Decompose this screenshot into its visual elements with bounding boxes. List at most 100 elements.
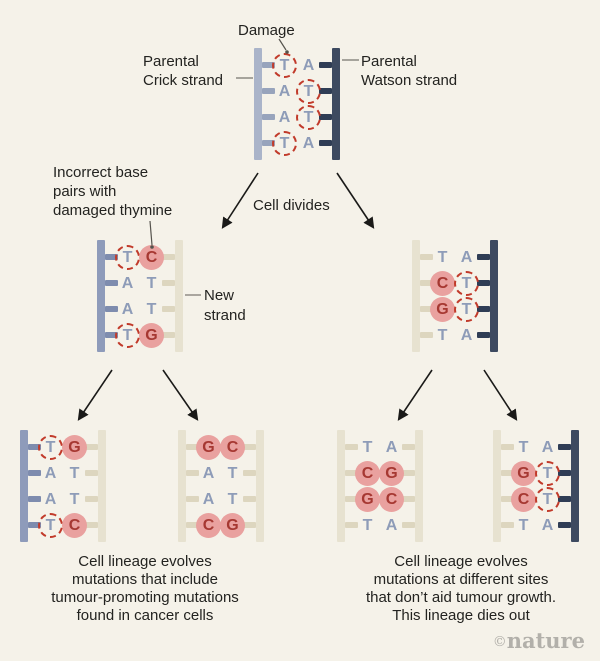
strand-bar-right-watson [490, 240, 498, 352]
mutant-base: G [62, 435, 87, 460]
rung-stub-right [319, 62, 332, 68]
rung-stub-left [105, 332, 118, 338]
mutant-base: C [511, 487, 536, 512]
base-letter: A [202, 491, 215, 508]
base-letter: T [227, 465, 238, 482]
caption-left-line4: found in cancer cells [76, 607, 214, 624]
rung-stub-right [243, 496, 256, 502]
rung-stub-right [319, 88, 332, 94]
division-arrow-right-1 [397, 369, 433, 421]
base-letter: T [362, 439, 373, 456]
rung-stub-left [186, 470, 199, 476]
damaged-base: T [535, 487, 560, 512]
rung-stub-left [28, 444, 41, 450]
rung-stub-left [105, 280, 118, 286]
base-letter: T [362, 517, 373, 534]
base-letter: A [121, 301, 134, 318]
strand-bar-left-crick [97, 240, 105, 352]
rung-stub-right [558, 496, 571, 502]
cell-divides-arrow-right [336, 172, 375, 229]
damaged-base: T [38, 435, 63, 460]
rung-stub-left [262, 88, 275, 94]
parental-crick-label: Parental Crick strand [143, 52, 223, 90]
nature-wordmark: nature [506, 628, 585, 653]
strand-bar-left-new_strand [178, 430, 186, 542]
rung-stub-left [420, 306, 433, 312]
damaged-base: T [296, 79, 321, 104]
mutant-base: C [355, 461, 380, 486]
copyright-symbol: © [492, 634, 507, 650]
strand-bar-left-new_strand [412, 240, 420, 352]
rung-stub-left [186, 496, 199, 502]
rung-stub-right [402, 496, 415, 502]
caption-right-line3: that don’t aid tumour growth. [365, 589, 557, 606]
base-letter: T [69, 491, 80, 508]
base-letter: A [302, 57, 315, 74]
rung-stub-right [558, 444, 571, 450]
incorrect-base-label: Incorrect base pairs with damaged thymin… [53, 163, 172, 220]
rung-stub-left [345, 470, 358, 476]
rung-stub-right [162, 306, 175, 312]
caption-left-line3: tumour-promoting mutations [51, 589, 239, 606]
rung-stub-right [558, 522, 571, 528]
rung-stub-right [402, 470, 415, 476]
base-letter: T [437, 249, 448, 266]
parental-watson-line1: Parental [361, 53, 417, 70]
rung-stub-left [28, 470, 41, 476]
rung-stub-left [501, 470, 514, 476]
mutant-base: G [511, 461, 536, 486]
rung-stub-left [420, 254, 433, 260]
strand-bar-left-crick_light [254, 48, 262, 160]
rung-stub-right [243, 522, 256, 528]
caption-right-line4: This lineage dies out [392, 607, 530, 624]
rung-stub-right [85, 522, 98, 528]
rung-stub-right [558, 470, 571, 476]
rung-stub-right [402, 522, 415, 528]
rung-stub-left [105, 254, 118, 260]
strand-bar-left-new_strand [337, 430, 345, 542]
damaged-base: T [115, 245, 140, 270]
rung-stub-right [243, 444, 256, 450]
strand-bar-right-new_strand [98, 430, 106, 542]
new-strand-label: New strand [204, 286, 246, 326]
rung-stub-right [85, 496, 98, 502]
base-letter: T [518, 517, 529, 534]
damaged-base: T [38, 513, 63, 538]
parental-watson-label: Parental Watson strand [361, 52, 457, 90]
rung-stub-left [262, 62, 275, 68]
base-letter: T [69, 465, 80, 482]
damage-label: Damage [238, 22, 295, 39]
base-letter: A [460, 327, 473, 344]
division-arrow-left-1 [77, 369, 113, 421]
mutant-base: C [430, 271, 455, 296]
strand-bar-right-new_strand [175, 240, 183, 352]
rung-stub-left [420, 332, 433, 338]
mutant-base: G [430, 297, 455, 322]
damaged-base: T [115, 323, 140, 348]
rung-stub-right [477, 306, 490, 312]
rung-stub-left [262, 114, 275, 120]
nature-logo: ©nature [493, 628, 585, 653]
rung-stub-left [501, 522, 514, 528]
mutant-base: G [379, 461, 404, 486]
mutant-base: G [355, 487, 380, 512]
base-letter: A [385, 517, 398, 534]
rung-stub-left [501, 496, 514, 502]
rung-stub-right [85, 444, 98, 450]
caption-left-line1: Cell lineage evolves [78, 553, 212, 570]
strand-bar-right-new_strand [415, 430, 423, 542]
new-strand-line2: strand [204, 307, 246, 324]
rung-stub-left [501, 444, 514, 450]
division-arrow-left-2 [162, 369, 199, 421]
rung-stub-left [345, 522, 358, 528]
cell-divides-label: Cell divides [253, 197, 330, 214]
base-letter: A [541, 439, 554, 456]
caption-left: Cell lineage evolves mutations that incl… [25, 553, 265, 625]
rung-stub-right [477, 332, 490, 338]
